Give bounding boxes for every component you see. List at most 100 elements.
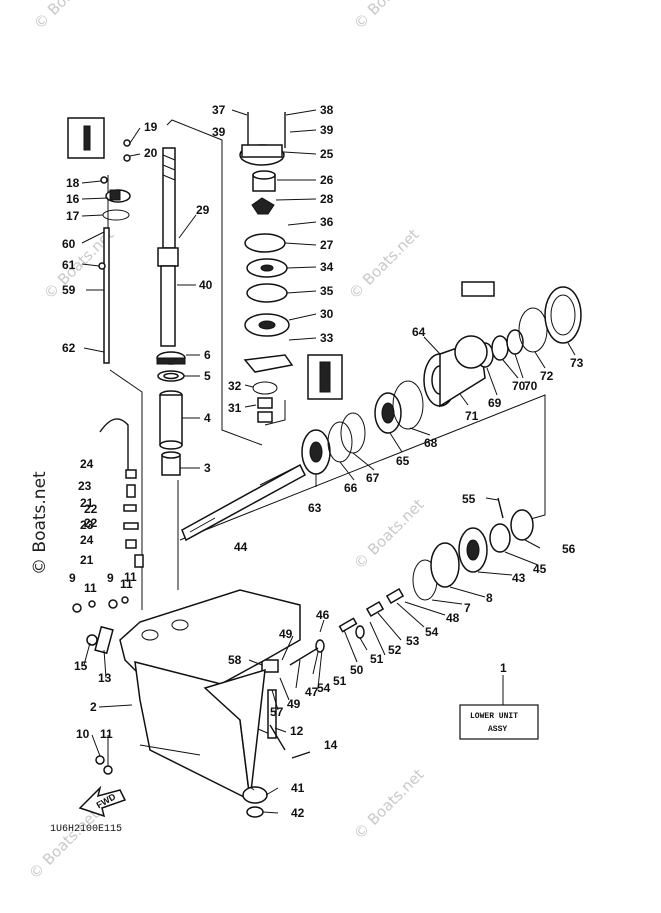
label-2: 2 <box>90 700 97 714</box>
label-36: 36 <box>320 215 334 229</box>
forward-gear-set <box>301 380 424 475</box>
label-56: 56 <box>562 542 576 556</box>
label-22b: 22 <box>84 502 98 516</box>
label-69: 69 <box>488 396 502 410</box>
prop-shaft-housing <box>423 281 582 408</box>
label-72: 72 <box>540 369 554 383</box>
label-18: 18 <box>66 176 80 190</box>
label-43: 43 <box>512 571 526 585</box>
label-1: 1 <box>500 661 507 675</box>
label-22: 22 <box>84 516 98 530</box>
watermark: © Boats.net <box>345 225 423 303</box>
label-70b: 70 <box>524 379 538 393</box>
label-48: 48 <box>446 611 460 625</box>
drawing-code: 1U6H2100E115 <box>50 824 122 835</box>
drive-shaft <box>157 147 179 347</box>
label-27: 27 <box>320 238 334 252</box>
label-31: 31 <box>228 401 242 415</box>
label-38: 38 <box>320 103 334 117</box>
label-33: 33 <box>320 331 334 345</box>
propeller-shaft <box>181 463 306 542</box>
label-34: 34 <box>320 260 334 274</box>
label-54b: 54 <box>317 681 331 695</box>
label-49a: 49 <box>279 627 293 641</box>
label-58: 58 <box>228 653 242 667</box>
label-12: 12 <box>290 724 304 738</box>
shaft-bushings <box>156 351 186 476</box>
label-66: 66 <box>344 481 358 495</box>
label-47: 47 <box>305 685 319 699</box>
label-52: 52 <box>388 643 402 657</box>
label-53: 53 <box>406 634 420 648</box>
label-13: 13 <box>98 671 112 685</box>
label-63: 63 <box>308 501 322 515</box>
label-59: 59 <box>62 283 76 297</box>
label-11b: 11 <box>120 577 133 591</box>
label-4: 4 <box>204 411 211 425</box>
label-42: 42 <box>291 806 305 820</box>
watermark: © Boats.net <box>30 0 108 33</box>
watermark: © Boats.net <box>350 765 428 843</box>
label-24a: 24 <box>80 457 94 471</box>
label-3: 3 <box>204 461 211 475</box>
label-19: 19 <box>144 120 158 134</box>
label-37: 37 <box>212 103 226 117</box>
label-41: 41 <box>291 781 305 795</box>
shift-upper-parts <box>67 117 131 270</box>
reverse-gear-set <box>412 497 534 601</box>
label-24b: 24 <box>80 533 94 547</box>
part-labels: 1 2 3 4 5 6 7 8 9 9 10 11 11 11 11 12 13… <box>62 103 584 820</box>
label-6: 6 <box>204 348 211 362</box>
label-68: 68 <box>424 436 438 450</box>
label-51b: 51 <box>333 674 347 688</box>
lower-misc-parts <box>72 596 311 818</box>
label-62: 62 <box>62 341 76 355</box>
label-9: 9 <box>69 571 76 585</box>
watermark: © Boats.net <box>30 471 50 575</box>
lower-unit-assy-box: LOWER UNIT ASSY <box>459 675 539 740</box>
label-11c: 11 <box>100 727 113 741</box>
water-pump-assembly <box>239 112 343 423</box>
label-70a: 70 <box>512 379 526 393</box>
label-30: 30 <box>320 307 334 321</box>
label-20: 20 <box>144 146 158 160</box>
label-32: 32 <box>228 379 242 393</box>
label-21b: 21 <box>80 496 94 510</box>
label-54a: 54 <box>425 625 439 639</box>
label-15: 15 <box>74 659 88 673</box>
label-73: 73 <box>570 356 584 370</box>
label-49b: 49 <box>287 697 301 711</box>
label-60: 60 <box>62 237 76 251</box>
label-14: 14 <box>324 738 338 752</box>
leader-lines <box>81 109 576 814</box>
shift-linkage-parts <box>99 418 144 568</box>
label-45: 45 <box>533 562 547 576</box>
label-23b: 23 <box>80 518 94 532</box>
label-7: 7 <box>464 601 471 615</box>
label-71: 71 <box>465 409 479 423</box>
label-28: 28 <box>320 192 334 206</box>
watermark: © Boats.net <box>25 805 103 883</box>
label-23: 23 <box>78 479 92 493</box>
label-44: 44 <box>234 540 248 554</box>
label-50: 50 <box>350 663 364 677</box>
lower-unit-case <box>119 589 301 802</box>
label-35: 35 <box>320 284 334 298</box>
label-16: 16 <box>66 192 80 206</box>
label-67: 67 <box>366 471 380 485</box>
label-65: 65 <box>396 454 410 468</box>
label-17: 17 <box>66 209 80 223</box>
shift-rod <box>103 227 110 364</box>
label-11d: 11 <box>124 570 137 584</box>
label-57: 57 <box>270 705 284 719</box>
label-40: 40 <box>199 278 213 292</box>
label-46: 46 <box>316 608 330 622</box>
label-21: 21 <box>80 553 94 567</box>
watermark: © Boats.net <box>350 495 428 573</box>
label-26: 26 <box>320 173 334 187</box>
label-9b: 9 <box>107 571 114 585</box>
label-64: 64 <box>412 325 426 339</box>
label-29: 29 <box>196 203 210 217</box>
label-39b: 39 <box>320 123 334 137</box>
